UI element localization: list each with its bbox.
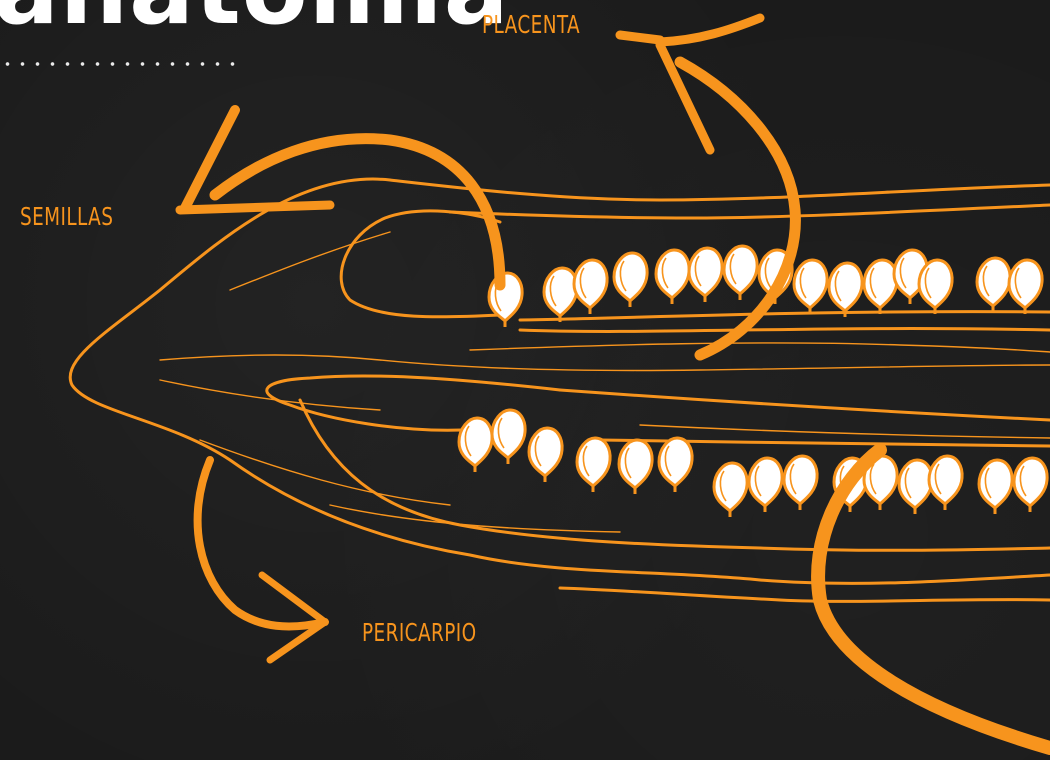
arrow-semillas	[180, 110, 500, 285]
arrow-placenta	[620, 18, 795, 355]
seeds-bottom-row	[459, 410, 1047, 517]
label-semillas: SEMILLAS	[20, 202, 113, 231]
pod-outline	[70, 179, 1050, 601]
arrow-pericarpio	[198, 460, 325, 660]
label-placenta: PLACENTA	[482, 10, 580, 39]
label-pericarpio: PERICARPIO	[362, 618, 477, 647]
